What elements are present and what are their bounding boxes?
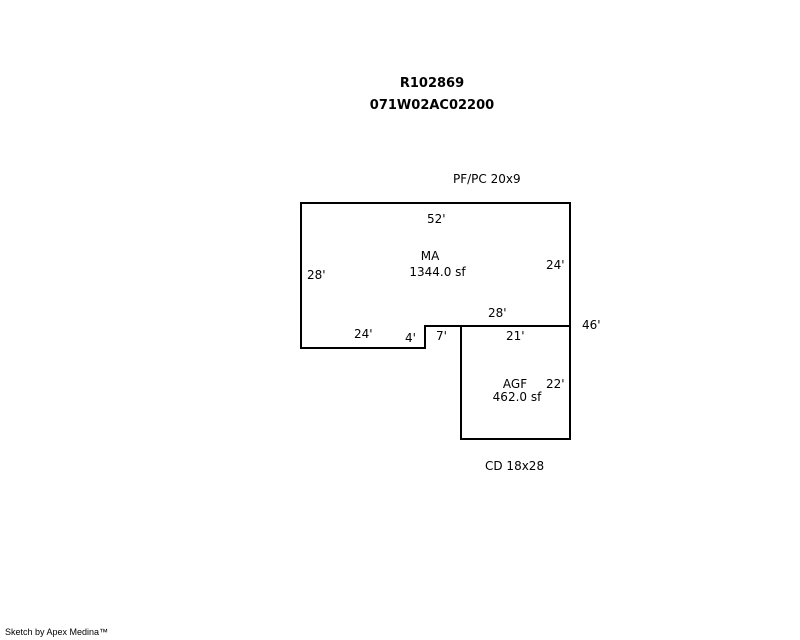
sketch-credit: Sketch by Apex Medina™ xyxy=(5,627,109,637)
deck-label: CD 18x28 xyxy=(485,459,545,473)
ma-outline xyxy=(300,202,571,349)
agf-code-label: AGF xyxy=(502,377,528,391)
dim-agf-right: 22' xyxy=(546,377,565,391)
dim-ma-bottom-left: 24' xyxy=(354,327,373,341)
dim-ma-left: 28' xyxy=(307,268,326,282)
porch-label: PF/PC 20x9 xyxy=(453,172,521,186)
dim-shared-top: 28' xyxy=(488,306,507,320)
ma-area-label: 1344.0 sf xyxy=(409,265,466,279)
parcel-id: R102869 xyxy=(399,76,465,91)
dim-ma-top: 52' xyxy=(427,212,446,226)
agf-outline xyxy=(460,325,571,440)
dim-step-across: 7' xyxy=(436,329,447,343)
map-number: 071W02AC02200 xyxy=(369,98,495,113)
dim-agf-top: 21' xyxy=(506,329,525,343)
ma-code-label: MA xyxy=(420,249,440,263)
dim-overall-right: 46' xyxy=(582,318,601,332)
agf-area-label: 462.0 sf xyxy=(492,390,542,404)
dim-step-down: 4' xyxy=(405,331,416,345)
dim-ma-right: 24' xyxy=(546,258,565,272)
